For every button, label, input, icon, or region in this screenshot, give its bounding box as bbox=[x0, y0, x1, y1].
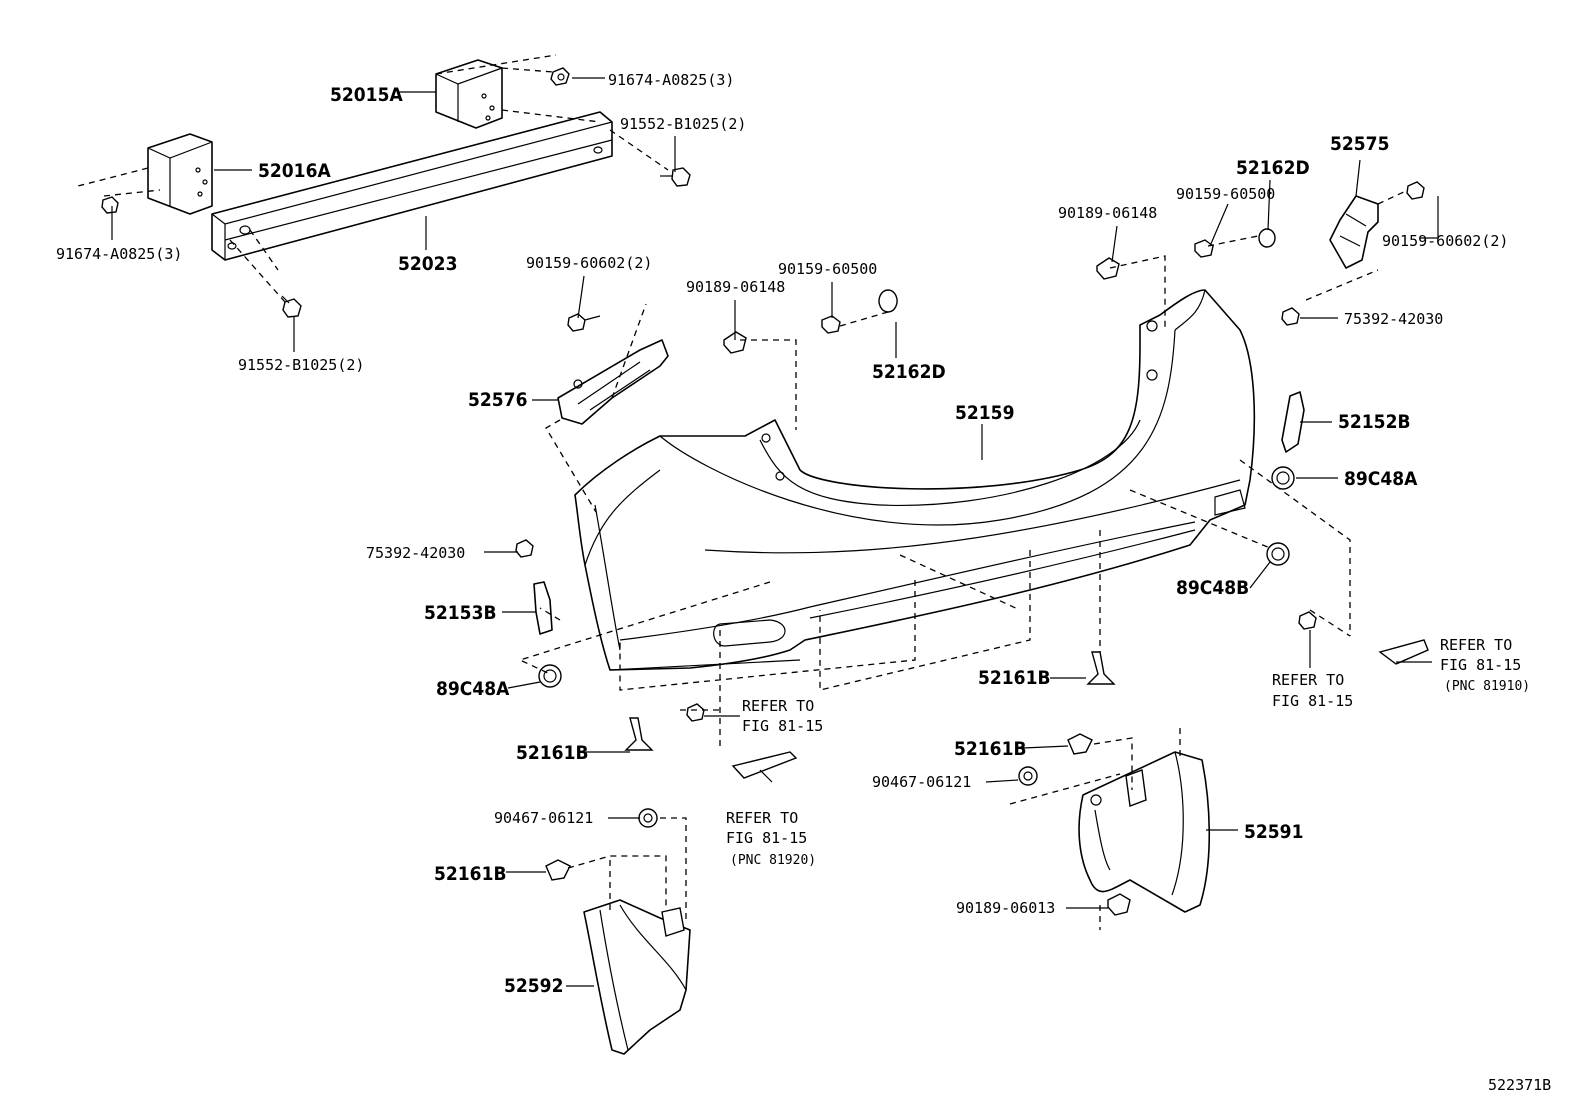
clip-icon bbox=[1096, 257, 1120, 280]
clip-icon bbox=[545, 859, 571, 881]
screw-icon bbox=[567, 313, 601, 332]
bracket-52152B bbox=[1281, 391, 1305, 453]
screw-icon bbox=[1406, 181, 1425, 200]
part-label-90189-06013: 90189-06013 bbox=[956, 899, 1055, 917]
part-label-52159: 52159 bbox=[955, 402, 1014, 424]
part-label-52016A: 52016A bbox=[258, 160, 331, 182]
refer-note-center-line1: REFER TO bbox=[742, 697, 814, 715]
nut-icon bbox=[1194, 239, 1214, 258]
refer-note-center-line2: FIG 81-15 bbox=[742, 717, 823, 735]
part-label-91674-left: 91674-A0825(3) bbox=[56, 245, 182, 263]
part-label-91674-top: 91674-A0825(3) bbox=[608, 71, 734, 89]
screw-icon bbox=[515, 539, 534, 558]
refer-note-lower-line3: (PNC 81920) bbox=[730, 853, 816, 868]
refer-note-right-line2: FIG 81-15 bbox=[1272, 692, 1353, 710]
part-label-90189-06148-left: 90189-06148 bbox=[686, 278, 785, 296]
refer-note-lower-line1: REFER TO bbox=[726, 809, 798, 827]
screw-icon bbox=[686, 703, 705, 722]
clip-icon bbox=[1107, 893, 1131, 916]
part-label-90189-06148-right: 90189-06148 bbox=[1058, 204, 1157, 222]
bolt-icon bbox=[660, 167, 691, 187]
nut-icon bbox=[1271, 466, 1295, 490]
screw-icon bbox=[1298, 611, 1317, 630]
part-label-91552-bottom: 91552-B1025(2) bbox=[238, 356, 364, 374]
screw-icon bbox=[1281, 307, 1300, 326]
bracket-52153B bbox=[533, 581, 553, 635]
part-label-90467-left: 90467-06121 bbox=[494, 809, 593, 827]
part-label-90467-right: 90467-06121 bbox=[872, 773, 971, 791]
part-label-52162D-right: 52162D bbox=[1236, 157, 1310, 179]
part-label-90159-60500-right: 90159-60500 bbox=[1176, 185, 1275, 203]
part-label-52152B: 52152B bbox=[1338, 411, 1411, 433]
rear-bumper-cover-52159 bbox=[574, 289, 1256, 671]
refer-note-far-line1: REFER TO bbox=[1440, 636, 1512, 654]
bumper-reinforcement-52023 bbox=[211, 111, 613, 261]
part-label-52161B-lower: 52161B bbox=[434, 863, 507, 885]
nut-icon bbox=[638, 808, 658, 828]
bolt-icon bbox=[550, 67, 570, 86]
part-label-90159-60500-left: 90159-60500 bbox=[778, 260, 877, 278]
side-retainer-52576 bbox=[557, 339, 669, 425]
splash-shield-52591 bbox=[1078, 751, 1211, 913]
reinforcement-bracket-52016A bbox=[147, 133, 213, 215]
clip-icon bbox=[624, 717, 654, 751]
part-label-52576: 52576 bbox=[468, 389, 527, 411]
part-label-52023: 52023 bbox=[398, 253, 457, 275]
part-label-52161B-left: 52161B bbox=[516, 742, 589, 764]
refer-note-far-line2: FIG 81-15 bbox=[1440, 656, 1521, 674]
nut-icon bbox=[538, 664, 562, 688]
part-label-75392-left: 75392-42030 bbox=[366, 544, 465, 562]
reflector-icon bbox=[731, 751, 798, 779]
part-label-90159-60602-right: 90159-60602(2) bbox=[1382, 232, 1508, 250]
part-label-52591: 52591 bbox=[1244, 821, 1303, 843]
part-label-52592: 52592 bbox=[504, 975, 563, 997]
reflector-icon bbox=[1378, 639, 1429, 665]
reinforcement-bracket-52015A bbox=[435, 59, 503, 129]
bolt-icon bbox=[101, 196, 119, 214]
part-label-75392-right: 75392-42030 bbox=[1344, 310, 1443, 328]
cap-icon bbox=[878, 289, 898, 313]
part-label-89C48B: 89C48B bbox=[1176, 577, 1249, 599]
refer-note-lower-line2: FIG 81-15 bbox=[726, 829, 807, 847]
part-label-52153B: 52153B bbox=[424, 602, 497, 624]
bolt-icon bbox=[281, 295, 302, 318]
nut-icon bbox=[821, 315, 841, 334]
part-label-52161B-right: 52161B bbox=[954, 738, 1027, 760]
part-label-90159-60602-left: 90159-60602(2) bbox=[526, 254, 652, 272]
part-label-52162D-left: 52162D bbox=[872, 361, 946, 383]
part-label-52161B-center: 52161B bbox=[978, 667, 1051, 689]
part-label-52015A: 52015A bbox=[330, 84, 403, 106]
refer-note-right-line1: REFER TO bbox=[1272, 671, 1344, 689]
figure-id: 522371B bbox=[1488, 1076, 1551, 1094]
screw-icon bbox=[1067, 733, 1093, 755]
side-retainer-52575 bbox=[1329, 195, 1379, 269]
part-label-89C48A-left: 89C48A bbox=[436, 678, 510, 700]
splash-shield-52592 bbox=[583, 899, 691, 1055]
part-label-89C48A-right: 89C48A bbox=[1344, 468, 1418, 490]
clip-icon bbox=[1086, 651, 1116, 685]
cap-icon bbox=[1258, 228, 1276, 248]
part-label-52575: 52575 bbox=[1330, 133, 1389, 155]
refer-note-far-line3: (PNC 81910) bbox=[1444, 679, 1530, 694]
nut-icon bbox=[1018, 766, 1038, 786]
clip-icon bbox=[723, 331, 747, 354]
nut-icon bbox=[1266, 542, 1290, 566]
part-label-91552-top: 91552-B1025(2) bbox=[620, 115, 746, 133]
